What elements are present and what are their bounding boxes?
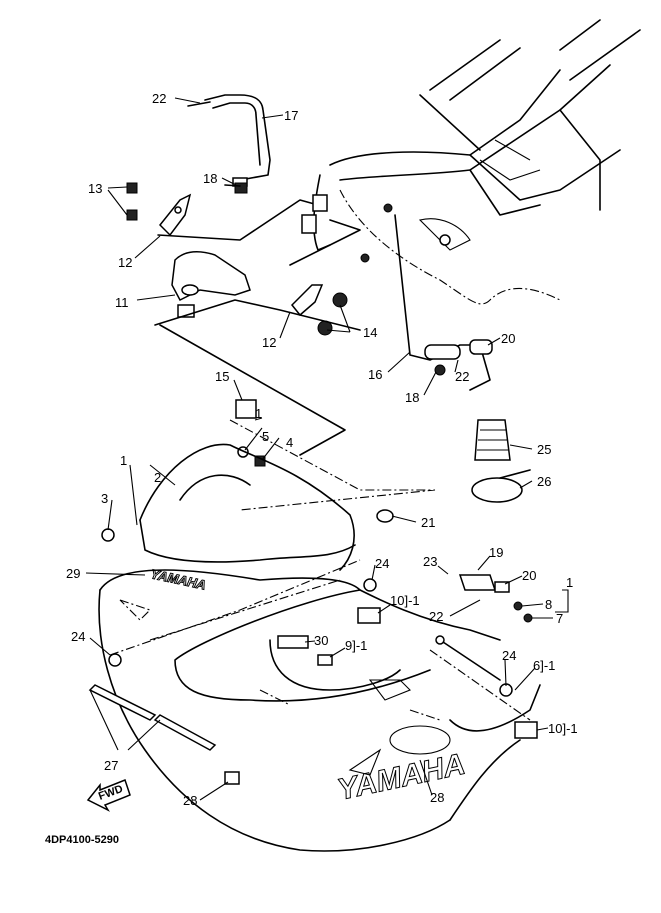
callout: 24: [375, 556, 389, 571]
rubber-boot: [471, 419, 531, 503]
callout: 10]-1: [390, 593, 420, 608]
screen-parts: [229, 399, 436, 523]
callout: 18: [203, 171, 217, 186]
callout: 7: [556, 611, 563, 626]
callout: 9]-1: [345, 638, 367, 653]
callout: 6]-1: [533, 658, 555, 673]
callout: 23: [423, 554, 437, 569]
diagram-code: 4DP4100-5290: [45, 834, 119, 846]
callout: 21: [421, 515, 435, 530]
stay-bracket: [187, 94, 271, 194]
callout: 30: [314, 633, 328, 648]
callout: 20: [522, 568, 536, 583]
callout: 27: [104, 758, 118, 773]
callout: 17: [284, 108, 298, 123]
callout: 1: [255, 406, 262, 421]
callout: 16: [368, 367, 382, 382]
fwd-arrow: FWD: [86, 779, 131, 812]
leader-lines: [85, 97, 569, 801]
callout: 24: [71, 629, 85, 644]
callout: 20: [501, 331, 515, 346]
callout: 24: [502, 648, 516, 663]
callout: 28: [430, 790, 444, 805]
callout: 5: [262, 429, 269, 444]
callout: 11: [115, 295, 129, 310]
callout: 28: [183, 793, 197, 808]
callout: 22: [455, 369, 469, 384]
callout: 22: [429, 609, 443, 624]
callout: 12: [118, 255, 132, 270]
callout: 13: [88, 181, 102, 196]
callout: 14: [363, 325, 377, 340]
callout: 22: [152, 91, 166, 106]
bracket-assembly: [126, 182, 493, 456]
callout: 15: [215, 369, 229, 384]
callout: 3: [101, 491, 108, 506]
callout: 25: [537, 442, 551, 457]
yamaha-logo: YAMAHA: [335, 748, 468, 807]
callout: 2: [154, 470, 161, 485]
callout: 26: [537, 474, 551, 489]
callout: 19: [489, 545, 503, 560]
callout: 12: [262, 335, 276, 350]
callout: 1: [120, 453, 127, 468]
callouts: 22 17 18 13 12 11 12 14 16 18 22 20 15 1…: [45, 91, 578, 846]
callout: 18: [405, 390, 419, 405]
callout: 10]-1: [548, 721, 578, 736]
callout: 1: [566, 575, 573, 590]
frame-assembly: [313, 19, 641, 305]
callout: 29: [66, 566, 80, 581]
callout: 8: [545, 597, 552, 612]
callout: 4: [286, 435, 293, 450]
